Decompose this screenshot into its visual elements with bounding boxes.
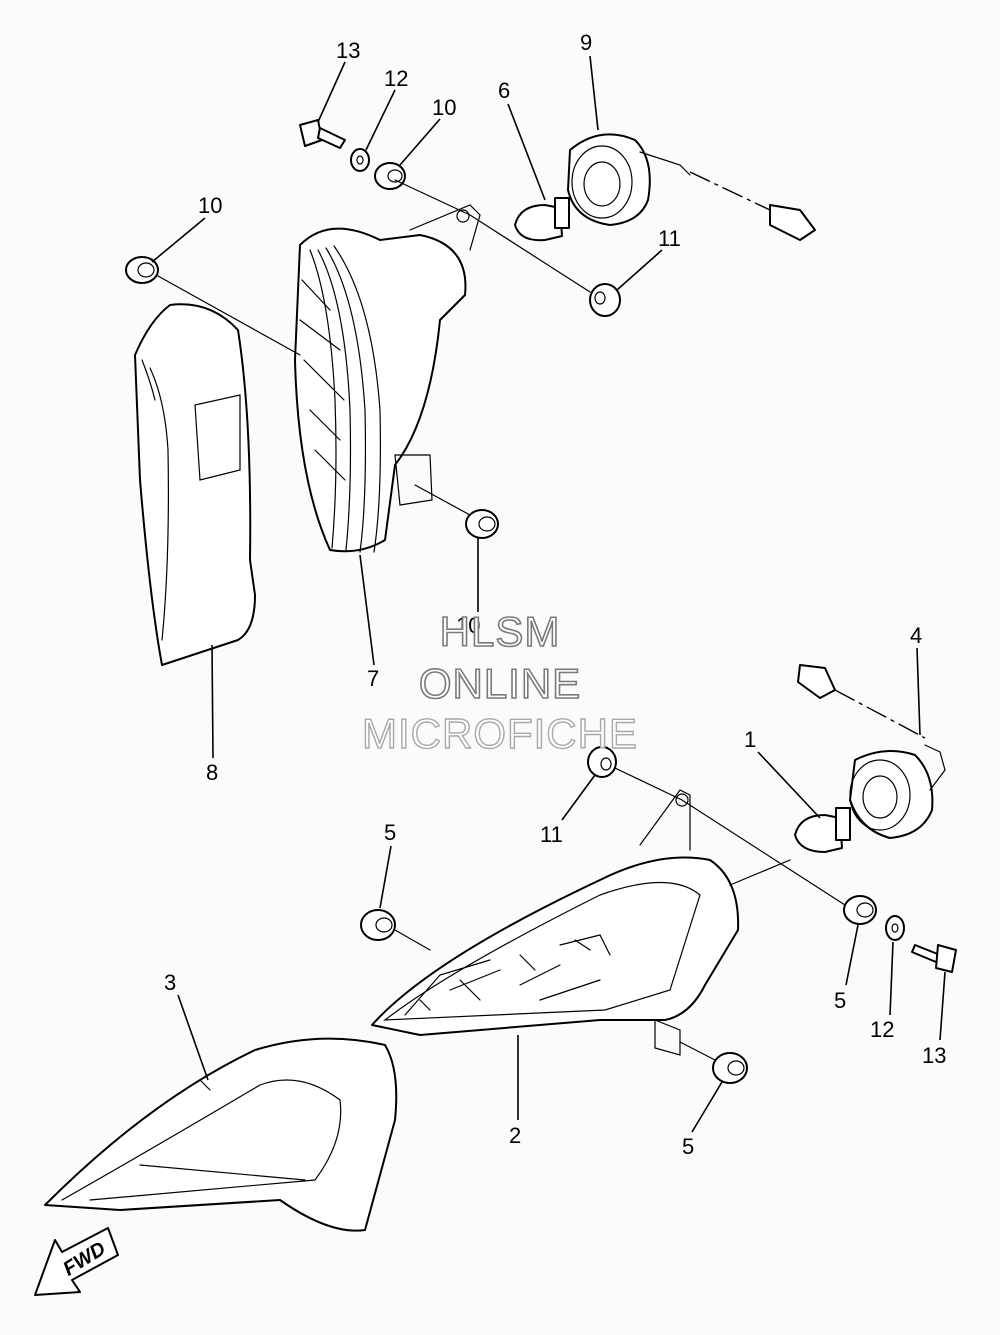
- part-13-screw-a: [299, 119, 346, 149]
- part-5-grommet-b: [843, 895, 877, 925]
- part-10-grommet-b: [374, 162, 406, 190]
- watermark-line-3: MICROFICHE: [361, 709, 638, 757]
- part-1-bulb-b: [794, 807, 851, 853]
- upper-signal-assembly: [125, 119, 816, 666]
- callout-10-mid: 10: [456, 613, 480, 638]
- callout-10-upper-left: 10: [198, 193, 222, 218]
- callout-5-bottom: 5: [682, 1134, 694, 1159]
- callout-11-lower: 11: [540, 822, 563, 847]
- callout-10-upper-right: 10: [432, 95, 456, 120]
- part-12-washer-a: [350, 148, 370, 172]
- callout-7: 7: [367, 666, 379, 691]
- part-4-socket: [797, 664, 946, 839]
- part-10-grommet-c: [465, 509, 499, 539]
- watermark-line-1: HLSM: [439, 607, 561, 656]
- part-10-grommet-a: [125, 256, 159, 284]
- part-2-housing: [371, 856, 740, 1036]
- callout-11-upper: 11: [658, 226, 681, 251]
- part-5-grommet-c: [712, 1052, 748, 1084]
- callout-5-left: 5: [384, 820, 396, 845]
- callout-9: 9: [580, 30, 592, 55]
- callout-12-lower: 12: [870, 1017, 894, 1042]
- callout-13-lower: 13: [922, 1043, 946, 1068]
- callout-13-upper: 13: [336, 38, 360, 63]
- part-11-plug-b: [587, 746, 617, 778]
- part-5-grommet-a: [360, 909, 396, 941]
- callout-2: 2: [509, 1123, 521, 1148]
- part-6-bulb-a: [514, 197, 570, 242]
- callout-1: 1: [744, 727, 756, 752]
- callout-6: 6: [498, 78, 510, 103]
- part-8-cover: [134, 303, 256, 666]
- part-3-cover: [44, 1037, 398, 1232]
- part-12-washer-b: [885, 915, 905, 941]
- lower-signal-assembly: [44, 664, 957, 1232]
- callouts: 13 12 10 6 9 10 11 10 7 8 4 1 11 5 5 12 …: [151, 30, 946, 1159]
- callout-12-upper: 12: [384, 66, 408, 91]
- part-13-screw-b: [911, 944, 957, 973]
- callout-3: 3: [164, 970, 176, 995]
- callout-5-right: 5: [834, 988, 846, 1013]
- callout-8: 8: [206, 760, 218, 785]
- fwd-arrow-icon: [34, 1227, 119, 1296]
- callout-4: 4: [910, 623, 922, 648]
- watermark-line-2: ONLINE: [418, 659, 582, 708]
- part-7-housing: [294, 227, 467, 553]
- part-9-socket: [567, 133, 816, 241]
- part-11-plug-a: [589, 283, 621, 317]
